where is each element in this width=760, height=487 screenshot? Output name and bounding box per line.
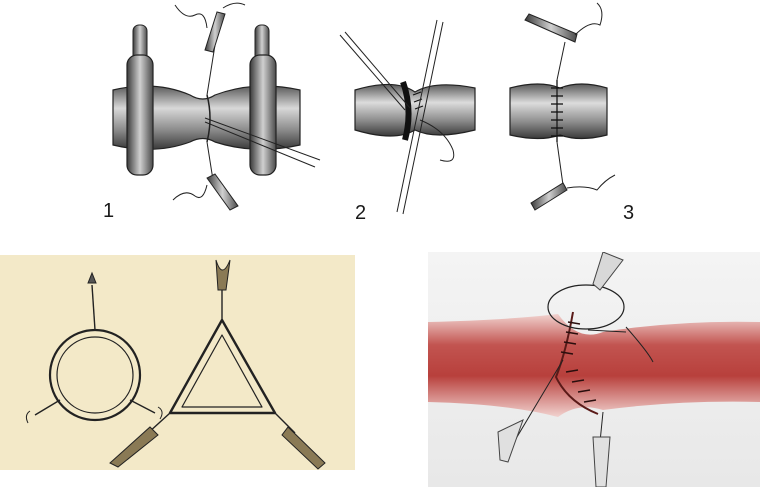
- step-1-drawing: [112, 2, 321, 211]
- running-suture-panel: [428, 252, 760, 487]
- running-suture-drawing: [428, 252, 760, 487]
- step-1-illustration: 1: [95, 0, 335, 222]
- step-2-drawing: [339, 19, 476, 215]
- step-3-drawing: [509, 2, 616, 211]
- triangulation-panel: [0, 255, 355, 470]
- triangulation-drawing: [25, 259, 326, 470]
- step-2-illustration: 2: [335, 0, 495, 225]
- step-1-label: 1: [103, 200, 115, 222]
- step-3-label: 3: [623, 202, 635, 224]
- step-2-label: 2: [355, 202, 367, 224]
- step-3-illustration: 3: [505, 0, 635, 225]
